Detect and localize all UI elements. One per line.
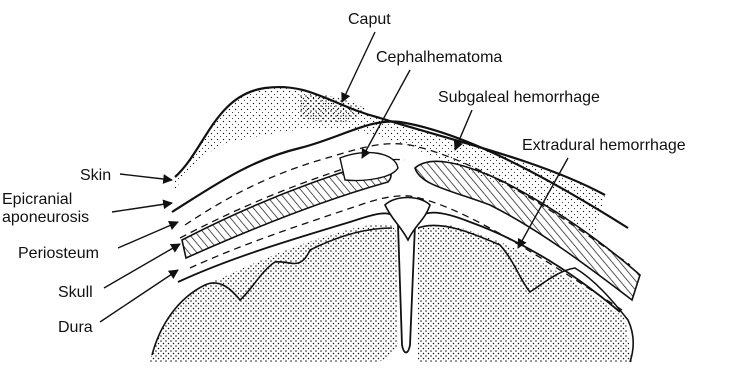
label-cephalhematoma: Cephalhematoma (376, 49, 502, 66)
arrow-skull (104, 244, 180, 288)
label-periosteum: Periosteum (18, 245, 99, 262)
label-extradural: Extradural hemorrhage (522, 137, 686, 154)
label-skin: Skin (80, 167, 111, 184)
arrow-epicranial (112, 203, 172, 212)
label-epicranial-1: Epicranial (2, 191, 72, 208)
label-epicranial-2: aponeurosis (2, 209, 89, 226)
label-subgaleal: Subgaleal hemorrhage (438, 89, 600, 106)
label-caput: Caput (348, 11, 391, 28)
arrow-skin (120, 174, 172, 180)
label-skull: Skull (58, 284, 93, 301)
arrow-caput (342, 32, 375, 102)
caput-swelling (300, 94, 365, 122)
label-dura: Dura (58, 319, 93, 336)
arrow-dura (100, 270, 178, 322)
arrow-periosteum (118, 222, 178, 248)
